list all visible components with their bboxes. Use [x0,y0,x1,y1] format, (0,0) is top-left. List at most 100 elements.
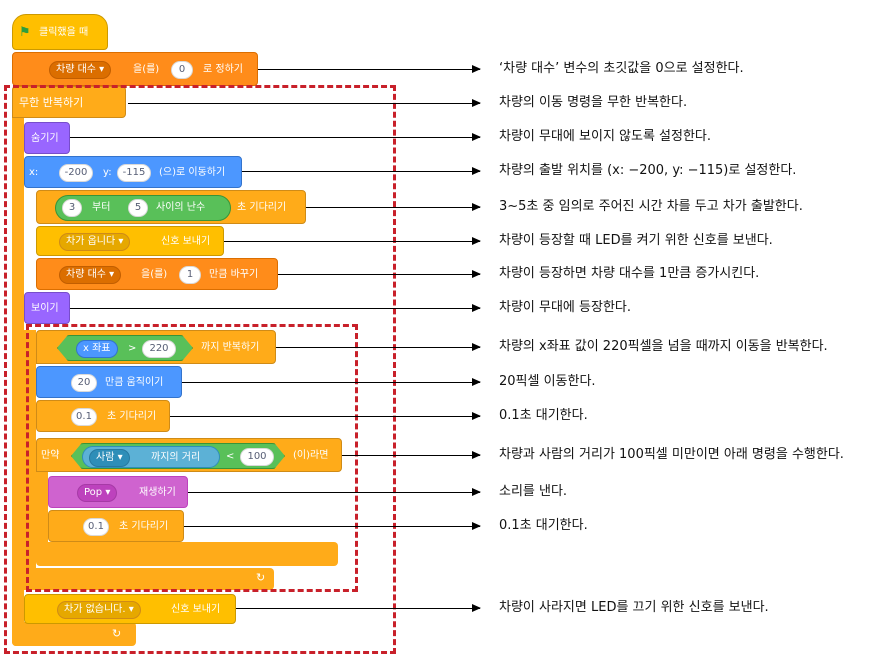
goto-x-input[interactable]: -200 [59,164,93,182]
annotation-arrow [182,378,481,386]
set-var-end-label: 로 정하기 [203,64,243,75]
set-variable-block[interactable]: 차량 대수 ▾ 을(를) 0 로 정하기 [12,52,258,86]
annotation-arrow [70,133,481,141]
annotation-arrow [276,343,481,351]
if-block[interactable]: 만약 사람 ▾ 까지의 거리 < 100 (이)라면 [36,438,342,472]
broadcast2-end-label: 신호 보내기 [171,604,221,615]
random-mid-label: 부터 [92,202,111,213]
dropdown-caret-icon: ▾ [99,64,105,75]
random-operator-block[interactable]: 3 부터 5 사이의 난수 [55,195,231,221]
forever-label: 무한 반복하기 [19,96,84,109]
sound-dropdown[interactable]: Pop ▾ [77,484,118,502]
broadcast-message-dropdown[interactable]: 차가 없습니다. ▾ [57,601,141,619]
repeat-until-block[interactable]: x 좌표 > 220 까지 반복하기 [36,330,276,364]
description-8: 차량이 무대에 등장한다. [499,300,631,315]
change-var-value-input[interactable]: 1 [179,266,201,284]
less-than-operator-block[interactable]: 사람 ▾ 까지의 거리 < 100 [71,443,285,469]
x-position-reporter[interactable]: x 좌표 [76,340,118,358]
annotation-arrow [342,451,481,459]
forever-block[interactable]: 무한 반복하기 [12,86,126,118]
description-15: 차량이 사라지면 LED를 끄기 위한 신호를 보낸다. [499,600,769,615]
forever-highlight-box [4,85,396,654]
forever-loop-icon: ↻ [112,627,122,640]
annotation-arrow [170,412,481,420]
wait-block-inner[interactable]: 0.1 초 기다리기 [48,510,184,542]
change-var-mid-label: 을(를) [141,269,168,280]
if-start-label: 만약 [41,450,60,461]
repeat-until-end-label: 까지 반복하기 [201,342,260,353]
annotation-arrow [188,488,481,496]
annotation-arrow [128,99,481,107]
annotation-arrow [224,237,481,245]
if-value-input[interactable]: 100 [240,448,274,466]
hide-block[interactable]: 숨기기 [24,122,70,154]
broadcast-message-dropdown[interactable]: 차가 옵니다 ▾ [59,233,131,251]
goto-xy-block[interactable]: x: -200 y: -115 (으)로 이동하기 [24,156,242,188]
change-var-end-label: 만큼 바꾸기 [209,269,259,280]
dropdown-caret-icon: ▾ [118,236,124,247]
annotation-arrow [258,65,481,73]
repeat-until-block-bottom [24,568,274,590]
description-7: 차량이 등장하면 차량 대수를 1만큼 증가시킨다. [499,266,760,281]
description-12: 차량과 사람의 거리가 100픽셀 미만이면 아래 명령을 수행한다. [499,447,844,462]
annotation-arrow [236,604,481,612]
dropdown-caret-icon: ▾ [128,604,134,615]
if-end-label: (이)라면 [293,450,329,461]
gt-operator-label: > [128,343,137,354]
repeat-until-value-input[interactable]: 220 [142,340,176,358]
random-between-label: 사이의 난수 [156,202,206,213]
repeat-until-highlight-box [26,324,358,592]
random-from-input[interactable]: 3 [62,199,82,217]
change-variable-block[interactable]: 차량 대수 ▾ 을(를) 1 만큼 바꾸기 [36,258,278,290]
wait-random-end-label: 초 기다리기 [237,202,287,213]
wait-block[interactable]: 0.1 초 기다리기 [36,400,170,432]
forever-block-arm [12,86,24,646]
description-14: 0.1초 대기한다. [499,518,588,533]
description-6: 차량이 등장할 때 LED를 켜기 위한 신호를 보낸다. [499,233,773,248]
description-5: 3~5초 중 임의로 주어진 시간 차를 두고 차가 출발한다. [499,199,803,214]
description-10: 20픽셀 이동한다. [499,374,596,389]
forever-block-bottom [12,622,136,646]
goto-y-input[interactable]: -115 [117,164,151,182]
wait-seconds-input-inner[interactable]: 0.1 [83,518,109,536]
goto-x-label: x: [29,167,39,178]
distance-target-dropdown[interactable]: 사람 ▾ [89,449,130,467]
description-4: 차량의 출발 위치를 (x: −200, y: −115)로 설정한다. [499,163,797,178]
dropdown-caret-icon: ▾ [105,487,111,498]
hide-label: 숨기기 [31,133,59,144]
play-sound-block[interactable]: Pop ▾ 재생하기 [48,476,188,508]
variable-dropdown[interactable]: 차량 대수 ▾ [59,266,122,284]
distance-to-label: 까지의 거리 [151,452,201,463]
wait1-end-label: 초 기다리기 [107,411,157,422]
lt-operator-label: < [226,451,235,462]
move-steps-block[interactable]: 20 만큼 움직이기 [36,366,182,398]
if-block-bottom [36,542,338,566]
wait2-end-label: 초 기다리기 [119,521,169,532]
variable-dropdown[interactable]: 차량 대수 ▾ [49,61,112,79]
annotation-arrow [184,522,481,530]
random-to-input[interactable]: 5 [128,199,148,217]
greater-than-operator-block[interactable]: x 좌표 > 220 [57,335,193,361]
description-3: 차량이 무대에 보이지 않도록 설정한다. [499,129,712,144]
description-9: 차량의 x좌표 값이 220픽셀을 넘을 때까지 이동을 반복한다. [499,339,828,354]
set-var-mid-label: 을(를) [133,64,160,75]
set-var-value-input[interactable]: 0 [171,61,193,79]
broadcast-car-comes-block[interactable]: 차가 옵니다 ▾ 신호 보내기 [36,226,224,256]
when-flag-clicked-block[interactable]: ⚑ 클릭했을 때 [12,14,108,50]
description-13: 소리를 낸다. [499,484,568,499]
show-block[interactable]: 보이기 [24,292,70,324]
repeat-loop-icon: ↻ [256,571,266,584]
description-2: 차량의 이동 명령을 무한 반복한다. [499,95,688,110]
description-1: ‘차량 대수’ 변수의 초깃값을 0으로 설정한다. [499,61,744,76]
green-flag-icon: ⚑ [19,25,31,40]
wait-seconds-input[interactable]: 0.1 [71,408,97,426]
play-sound-end-label: 재생하기 [139,487,176,498]
show-label: 보이기 [31,303,59,314]
annotation-arrow [242,167,481,175]
wait-random-block[interactable]: 3 부터 5 사이의 난수 초 기다리기 [36,190,306,224]
move-steps-input[interactable]: 20 [71,374,97,392]
annotation-arrow [278,270,481,278]
broadcast-no-car-block[interactable]: 차가 없습니다. ▾ 신호 보내기 [24,594,236,624]
annotation-arrow [306,203,481,211]
distance-to-reporter[interactable]: 사람 ▾ 까지의 거리 [82,446,220,468]
